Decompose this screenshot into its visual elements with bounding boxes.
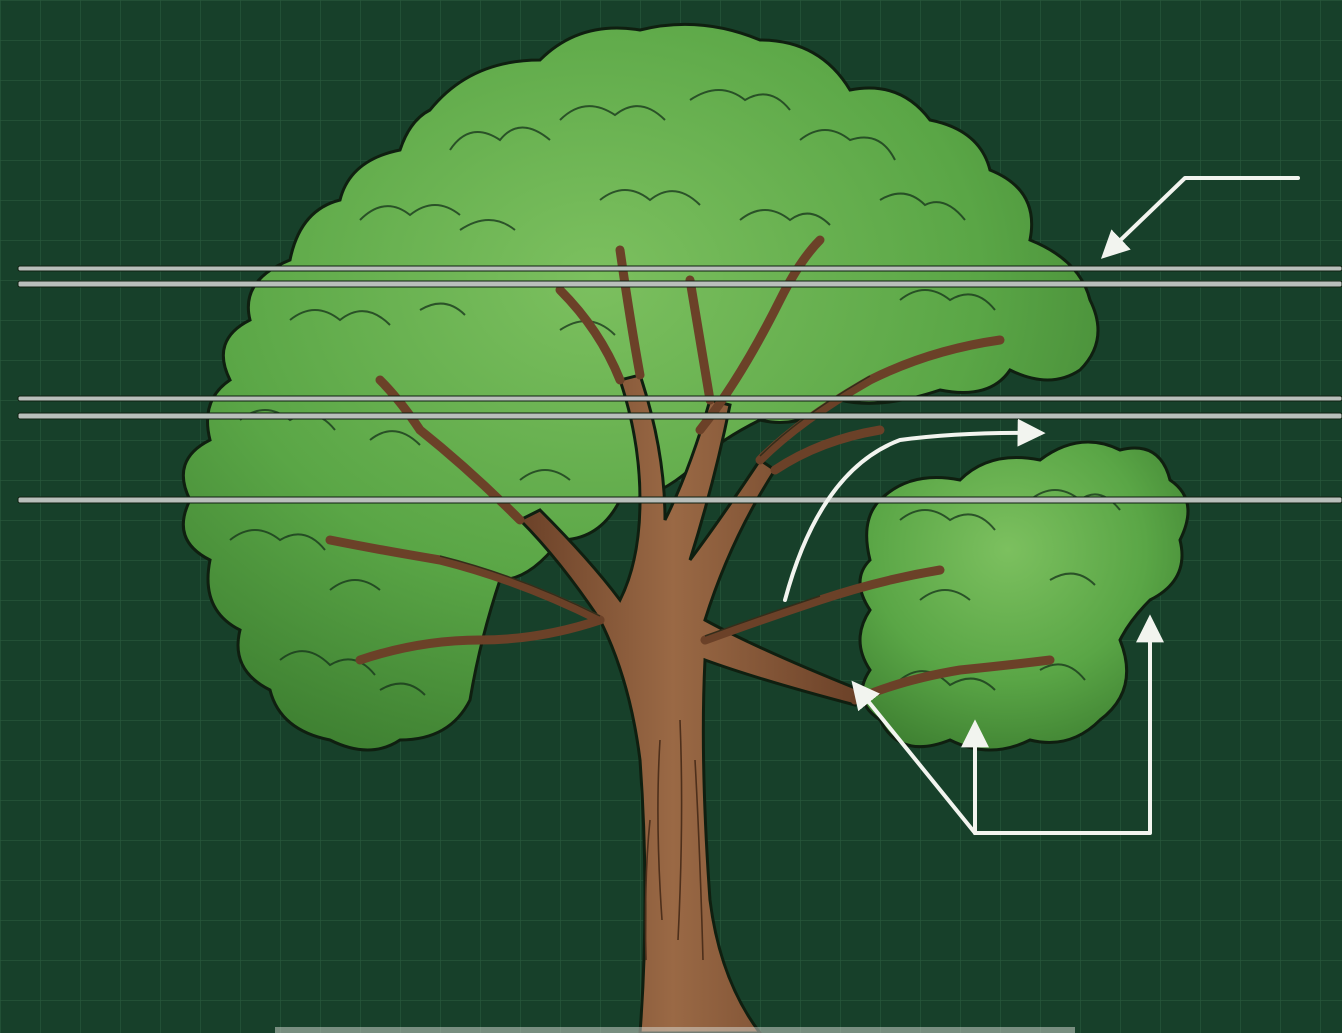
wire-upper-b <box>18 281 1342 287</box>
wire-middle-a <box>18 396 1342 401</box>
wire-upper-a <box>18 266 1342 271</box>
wire-middle-b <box>18 413 1342 419</box>
wire-lower <box>18 497 1342 503</box>
ground-line <box>275 1027 1075 1033</box>
